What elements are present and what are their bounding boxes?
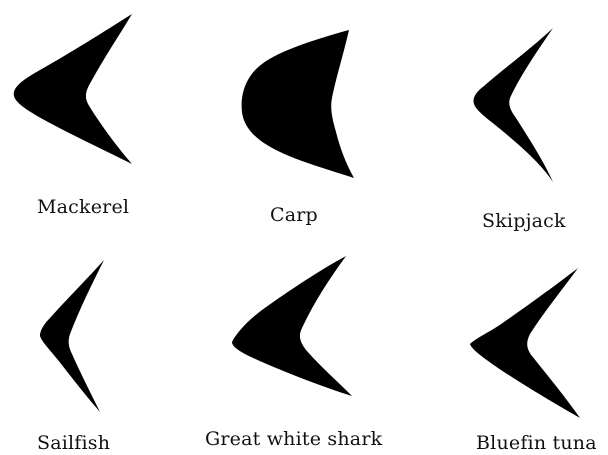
- fin-label-bluefin-tuna: Bluefin tuna: [476, 434, 597, 453]
